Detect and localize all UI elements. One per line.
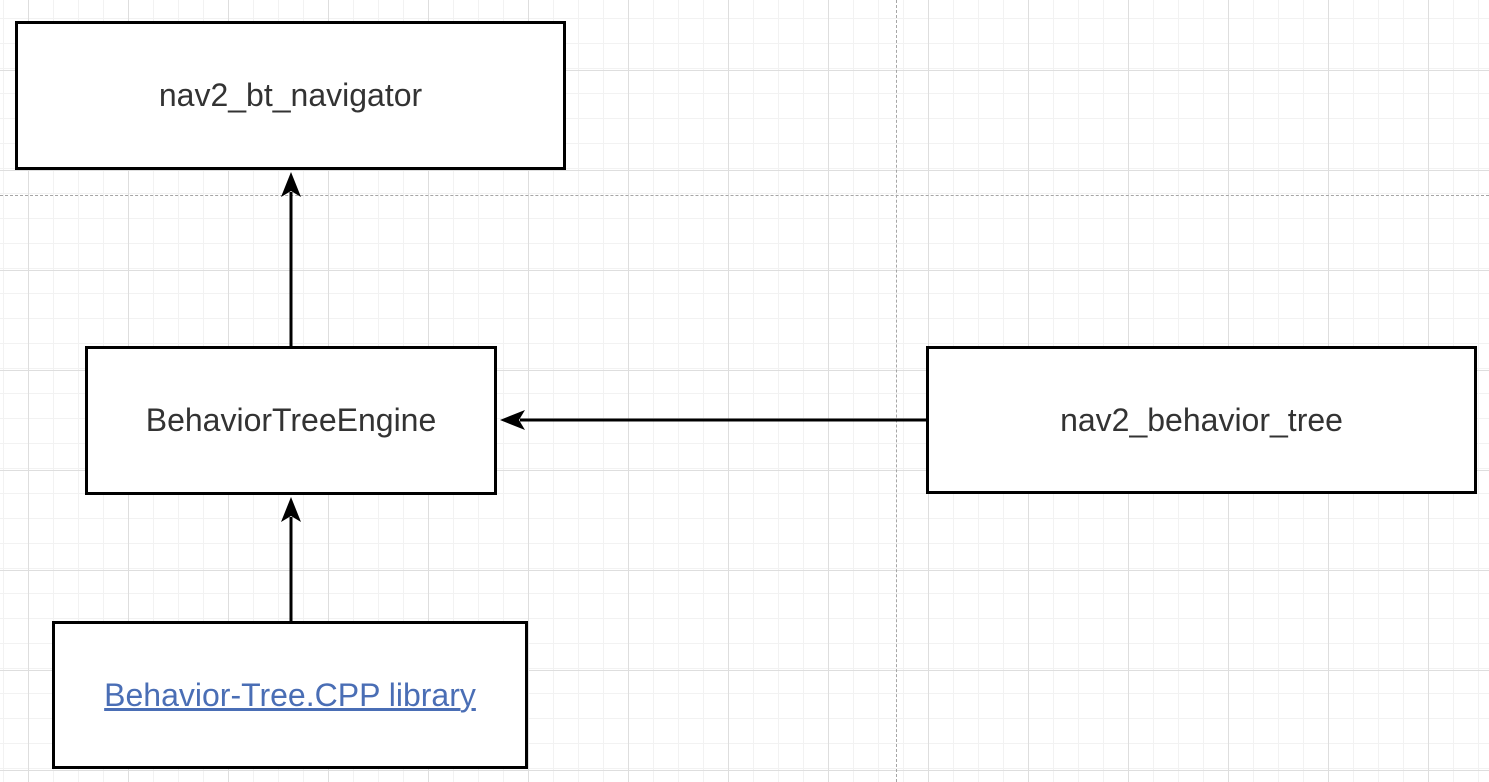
arrow-library-to-engine[interactable] [281, 497, 301, 621]
node-label: nav2_behavior_tree [1060, 401, 1343, 438]
behavior-tree-cpp-library-link[interactable]: Behavior-Tree.CPP library [104, 676, 476, 713]
node-nav2-behavior-tree[interactable]: nav2_behavior_tree [926, 346, 1477, 494]
node-label: nav2_bt_navigator [158, 77, 423, 113]
arrow-engine-to-navigator[interactable] [281, 172, 301, 346]
node-behavior-tree-cpp-library[interactable]: Behavior-Tree.CPP library [52, 621, 528, 769]
arrow-behavior-tree-to-engine[interactable] [500, 410, 926, 430]
node-label: BehaviorTreeEngine [145, 402, 437, 438]
node-behavior-tree-engine[interactable]: BehaviorTreeEngine [85, 346, 497, 495]
node-nav2-bt-navigator[interactable]: nav2_bt_navigator [15, 21, 566, 170]
